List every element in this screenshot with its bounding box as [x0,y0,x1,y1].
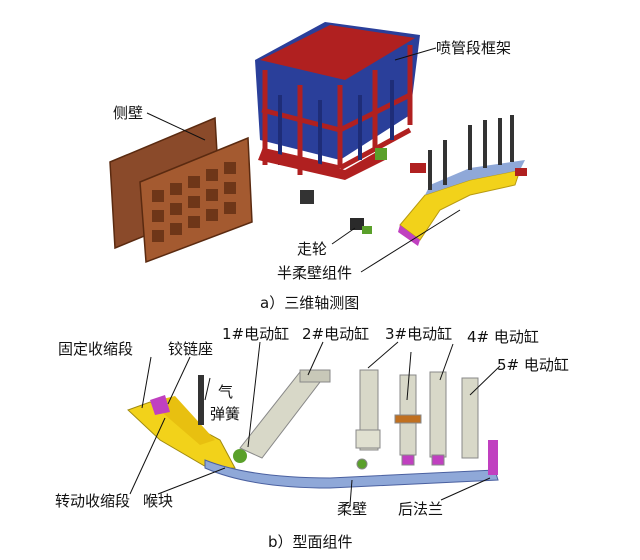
wheel-label: 走轮 [297,240,328,258]
cylinder-4-label: 4# 电动缸 [467,328,539,346]
cylinders-drawing [239,369,479,470]
side-wall-label: 侧壁 [113,104,144,122]
throat-label: 喉块 [143,492,174,510]
half-flexible-drawing [398,115,527,246]
half-flexible-label: 半柔壁组件 [277,264,353,282]
caption-a: a）三维轴测图 [260,294,360,312]
contraction-drawing [127,375,247,469]
fixed-contraction-label: 固定收缩段 [58,340,134,358]
cylinder-5-label: 5# 电动缸 [497,356,569,374]
spray-frame-drawing [255,22,420,204]
rear-flange-label: 后法兰 [398,500,444,518]
cylinder-1-label: 1#电动缸 [222,325,290,343]
cylinder-2-label: 2#电动缸 [302,325,370,343]
caption-b: b）型面组件 [268,533,353,551]
gas-spring-label-2: 弹簧 [210,405,241,423]
spray-frame-label: 喷管段框架 [436,39,512,57]
cylinder-3-label: 3#电动缸 [385,325,453,343]
flexible-wall-label: 柔壁 [337,500,368,518]
hinge-seat-label: 铰链座 [168,340,214,358]
wheel-drawing [350,218,372,234]
rotating-contraction-label: 转动收缩段 [55,492,131,510]
gas-spring-label-1: 气 [218,383,234,401]
flexible-wall-drawing [204,440,499,489]
side-wall-drawing [109,116,253,264]
